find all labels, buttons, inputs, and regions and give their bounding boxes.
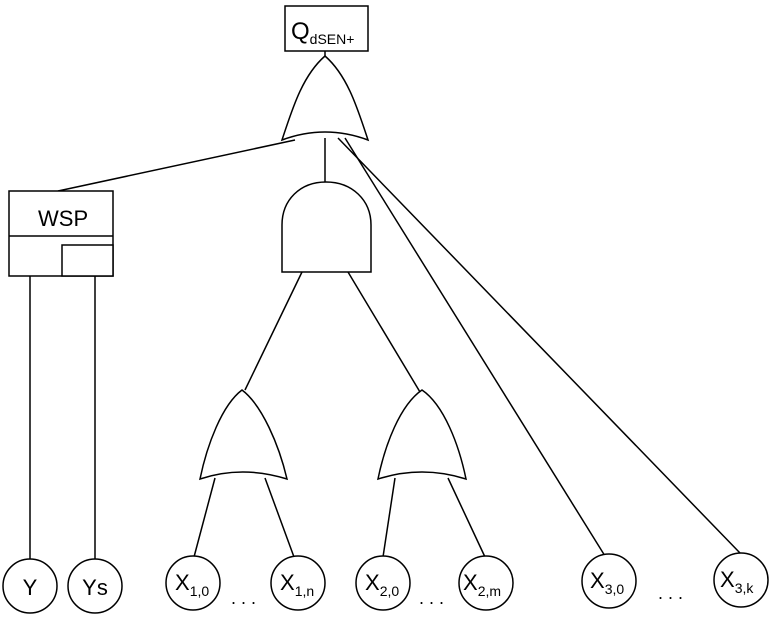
or-gate-2-icon (377, 389, 467, 481)
or-gate-1-icon (199, 389, 289, 481)
basic-event-ys: Ys (67, 558, 123, 614)
wsp-gate-label: WSP (38, 206, 88, 231)
connector-and-to-or1 (244, 271, 303, 391)
top-event-subscript: dSEN+ (310, 31, 355, 47)
basic-event-circle (270, 555, 326, 611)
connector-or1-to-x1n (264, 477, 295, 558)
basic-event-main: X (175, 570, 190, 595)
top-event-label: QdSEN+ (291, 18, 354, 47)
basic-event-label: Y (23, 575, 38, 600)
and-gate-icon (281, 181, 372, 273)
connector-or2-to-x20 (382, 477, 396, 558)
basic-event-label: Ys (82, 575, 108, 600)
connector-and-to-or2 (347, 271, 421, 393)
connector-or2-to-x2m (447, 477, 486, 558)
basic-event-circle (713, 552, 769, 608)
basic-event-subscript: 2,0 (380, 583, 400, 599)
basic-event-main: Ys (82, 575, 108, 600)
connector-or1-to-x10 (193, 477, 216, 558)
basic-event-main: X (720, 567, 735, 592)
basic-event-x2m: X2,m (458, 555, 514, 611)
basic-event-circle (165, 555, 221, 611)
top-event: QdSEN+ (284, 5, 369, 52)
basic-event-y: Y (2, 558, 58, 614)
basic-event-main: X (463, 570, 478, 595)
basic-event-label: X3,k (720, 567, 754, 596)
connector-lines (29, 137, 741, 560)
basic-event-x20: X2,0 (355, 555, 411, 611)
basic-event-circle (355, 555, 411, 611)
connector-top-or-to-x3k (337, 137, 741, 554)
wsp-spare-box (61, 244, 114, 277)
connector-top-or-to-wsp (57, 139, 296, 192)
top-event-main: Q (291, 18, 310, 45)
basic-event-x30: X3,0 (581, 553, 637, 609)
basic-event-circle (67, 558, 123, 614)
basic-event-label: X3,0 (590, 568, 624, 597)
basic-event-main: X (365, 570, 380, 595)
basic-event-subscript: 3,k (735, 580, 755, 596)
basic-event-label: X2,m (463, 570, 501, 599)
basic-event-circle (581, 553, 637, 609)
basic-event-main: X (280, 570, 295, 595)
basic-event-label: X1,0 (175, 570, 209, 599)
basic-event-circle (458, 555, 514, 611)
basic-event-x10: X1,0 (165, 555, 221, 611)
ellipsis-group-1: . . . (231, 588, 256, 608)
basic-event-label: X1,n (280, 570, 314, 599)
wsp-gate: WSP (8, 190, 114, 277)
top-event-box (284, 5, 369, 52)
basic-event-subscript: 3,0 (605, 581, 625, 597)
basic-event-main: Y (23, 575, 38, 600)
basic-event-subscript: 1,0 (190, 583, 210, 599)
basic-event-subscript: 2,m (478, 583, 501, 599)
basic-event-label: X2,0 (365, 570, 399, 599)
basic-event-main: X (590, 568, 605, 593)
basic-event-circle (2, 558, 58, 614)
top-or-gate-icon (280, 55, 370, 142)
ellipsis-group-3: . . . (658, 583, 683, 603)
ellipsis-group-2: . . . (419, 588, 444, 608)
basic-event-x3k: X3,k (713, 552, 769, 608)
basic-event-subscript: 1,n (295, 583, 314, 599)
connector-top-or-to-x30 (344, 137, 606, 557)
basic-event-x1n: X1,n (270, 555, 326, 611)
